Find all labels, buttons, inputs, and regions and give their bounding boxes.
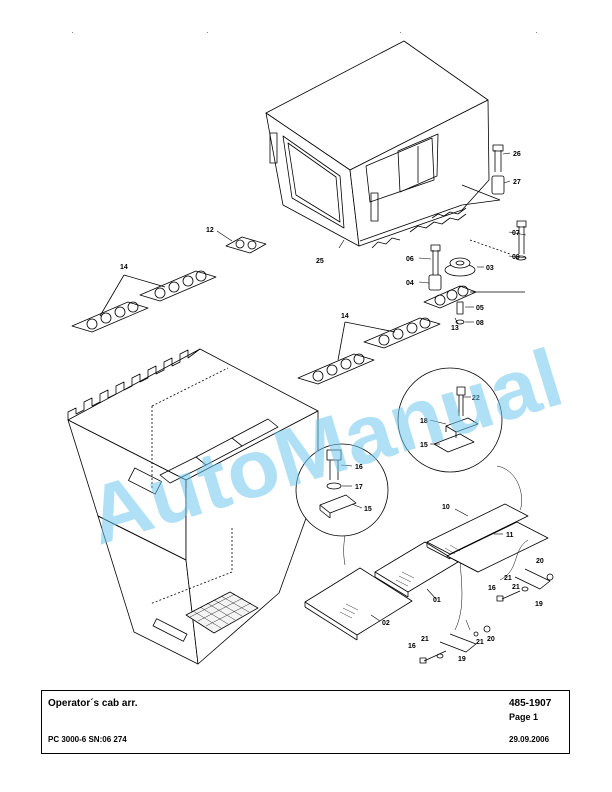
sleeve-27 (491, 175, 505, 195)
callout-26: 26 (513, 151, 521, 158)
leader-lines (216, 152, 527, 622)
callout-11: 11 (506, 532, 514, 539)
exploded-view-drawing: 25 12 14 14 26 27 07 09 06 03 04 05 13 0… (67, 40, 573, 665)
callout-12: 12 (206, 227, 214, 234)
bracket-19-left (419, 625, 491, 664)
callout-09: 09 (512, 254, 520, 261)
document-title: Operator´s cab arr. (48, 698, 138, 709)
bolt-05 (455, 301, 465, 325)
callout-03: 03 (486, 265, 494, 272)
callout-21-right-a: 21 (504, 575, 512, 582)
spacer-04 (428, 274, 442, 291)
callout-22: 22 (472, 395, 480, 402)
gasket-strip-14-lower (297, 285, 477, 385)
corner-mark (72, 32, 73, 33)
plate-10 (426, 503, 529, 560)
corner-mark (536, 32, 537, 33)
cab-base-frame (67, 348, 319, 665)
bracket-19-right (496, 568, 554, 602)
callout-20-right: 20 (536, 558, 544, 565)
detail-view-seat-mount (397, 367, 503, 473)
callout-14-lower: 14 (341, 313, 349, 320)
document-date: 29.09.2006 (509, 735, 550, 744)
gasket-12 (225, 236, 267, 254)
corner-mark (400, 32, 401, 33)
rubber-mount-03 (444, 257, 476, 277)
callout-10: 10 (442, 504, 450, 511)
callout-19-left: 19 (458, 656, 466, 663)
corner-mark (207, 32, 208, 33)
callout-25: 25 (316, 258, 324, 265)
floor-plate-02 (304, 567, 413, 641)
callout-04: 04 (406, 280, 414, 287)
callout-06: 06 (406, 256, 414, 263)
callout-16-right: 16 (488, 585, 496, 592)
callout-05: 05 (476, 305, 484, 312)
operator-cab (265, 40, 501, 249)
callout-16-detail: 16 (355, 464, 363, 471)
callout-27: 27 (513, 179, 521, 186)
bolt-06 (430, 244, 441, 275)
title-block: Operator´s cab arr. PC 3000-6 SN:06 274 … (41, 690, 570, 754)
callout-02: 02 (382, 620, 390, 627)
gasket-strip-14-upper (71, 270, 217, 333)
callout-07: 07 (512, 230, 520, 237)
callout-14-upper: 14 (120, 264, 128, 271)
callout-17: 17 (355, 484, 363, 491)
callout-21-left-a: 21 (421, 636, 429, 643)
detail-view-bolt (295, 443, 389, 537)
callout-21-right-b: 21 (512, 584, 520, 591)
callout-13: 13 (451, 325, 459, 332)
part-number: 485-1907 (509, 698, 552, 709)
callout-21-left-b: 21 (476, 639, 484, 646)
callout-16-left: 16 (408, 643, 416, 650)
model-serial: PC 3000-6 SN:06 274 (48, 735, 127, 744)
plate-11 (444, 521, 549, 573)
bolt-26 (492, 144, 504, 172)
callout-19-right: 19 (535, 601, 543, 608)
callout-20-left: 20 (487, 636, 495, 643)
callout-15-upper: 15 (420, 442, 428, 449)
callout-18: 18 (420, 418, 428, 425)
callout-08: 08 (476, 320, 484, 327)
callout-15-lower: 15 (364, 506, 372, 513)
callout-labels: 25 12 14 14 26 27 07 09 06 03 04 05 13 0… (120, 151, 544, 663)
page-number: Page 1 (509, 712, 539, 722)
callout-01: 01 (433, 597, 441, 604)
